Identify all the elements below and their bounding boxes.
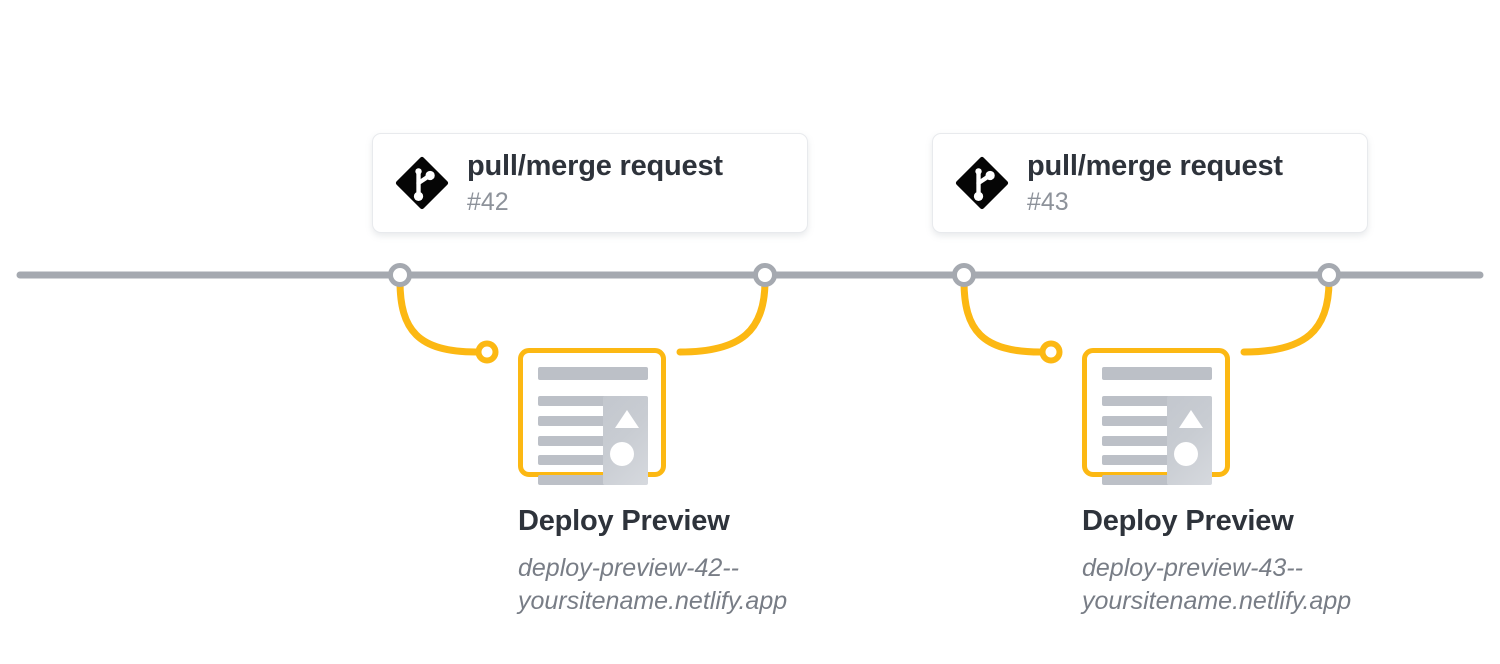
placeholder-header-bar bbox=[538, 367, 648, 380]
circle-icon bbox=[1174, 442, 1198, 466]
deploy-preview-url-line2: yoursitename.netlify.app bbox=[1082, 587, 1352, 615]
branch-curve-merge-42 bbox=[676, 277, 769, 356]
deploy-preview-url-line2: yoursitename.netlify.app bbox=[518, 587, 788, 615]
pull-request-card[interactable]: pull/merge request #42 bbox=[372, 133, 808, 233]
deploy-preview-title: Deploy Preview bbox=[518, 505, 730, 537]
placeholder-text-line bbox=[1102, 396, 1170, 406]
placeholder-text-line bbox=[538, 396, 606, 406]
node-merge-43[interactable] bbox=[1317, 263, 1341, 287]
triangle-icon bbox=[1179, 410, 1203, 428]
git-logo-icon bbox=[395, 156, 449, 210]
pull-request-card[interactable]: pull/merge request #43 bbox=[932, 133, 1368, 233]
node-merge-42[interactable] bbox=[753, 263, 777, 287]
deploy-preview-title: Deploy Preview bbox=[1082, 505, 1294, 537]
deploy-preview-caption: Deploy Preview deploy-preview-43-- yours… bbox=[1082, 507, 1351, 618]
placeholder-text-line bbox=[1102, 436, 1170, 446]
thumbnail-content bbox=[538, 367, 648, 485]
thumbnail-content bbox=[1102, 367, 1212, 485]
placeholder-image-box bbox=[1167, 396, 1212, 485]
deploy-preview-thumbnail[interactable] bbox=[518, 348, 666, 485]
deploy-preview-url-line1: deploy-preview-42-- bbox=[518, 554, 739, 582]
circle-icon bbox=[610, 442, 634, 466]
pull-request-number: #42 bbox=[467, 187, 509, 216]
node-deploy-43[interactable] bbox=[1039, 340, 1063, 364]
node-branch-out-42[interactable] bbox=[388, 263, 412, 287]
placeholder-header-bar bbox=[1102, 367, 1212, 380]
pull-request-card-text: pull/merge request #42 bbox=[467, 149, 723, 216]
branch-curve-out-42 bbox=[396, 277, 480, 356]
pull-request-card-text: pull/merge request #43 bbox=[1027, 149, 1283, 216]
node-deploy-42[interactable] bbox=[475, 340, 499, 364]
deploy-preview-thumbnail[interactable] bbox=[1082, 348, 1230, 485]
node-branch-out-43[interactable] bbox=[952, 263, 976, 287]
pull-request-title: pull/merge request bbox=[467, 149, 723, 182]
deploy-preview-url[interactable]: deploy-preview-42-- yoursitename.netlify… bbox=[518, 552, 787, 618]
placeholder-text-line bbox=[1102, 475, 1170, 485]
triangle-icon bbox=[615, 410, 639, 428]
deploy-preview-url[interactable]: deploy-preview-43-- yoursitename.netlify… bbox=[1082, 552, 1351, 618]
placeholder-text-line bbox=[538, 436, 606, 446]
branch-curve-out-43 bbox=[960, 277, 1044, 356]
placeholder-text-line bbox=[1102, 455, 1192, 465]
pull-request-number: #43 bbox=[1027, 187, 1069, 216]
deploy-preview-caption: Deploy Preview deploy-preview-42-- yours… bbox=[518, 507, 787, 618]
git-logo-icon bbox=[955, 156, 1009, 210]
placeholder-text-line bbox=[538, 416, 628, 426]
placeholder-text-line bbox=[538, 455, 628, 465]
placeholder-image-box bbox=[603, 396, 648, 485]
placeholder-text-line bbox=[538, 475, 606, 485]
deploy-preview-url-line1: deploy-preview-43-- bbox=[1082, 554, 1303, 582]
branch-curve-merge-43 bbox=[1240, 277, 1333, 356]
placeholder-text-line bbox=[1102, 416, 1192, 426]
pull-request-title: pull/merge request bbox=[1027, 149, 1283, 182]
